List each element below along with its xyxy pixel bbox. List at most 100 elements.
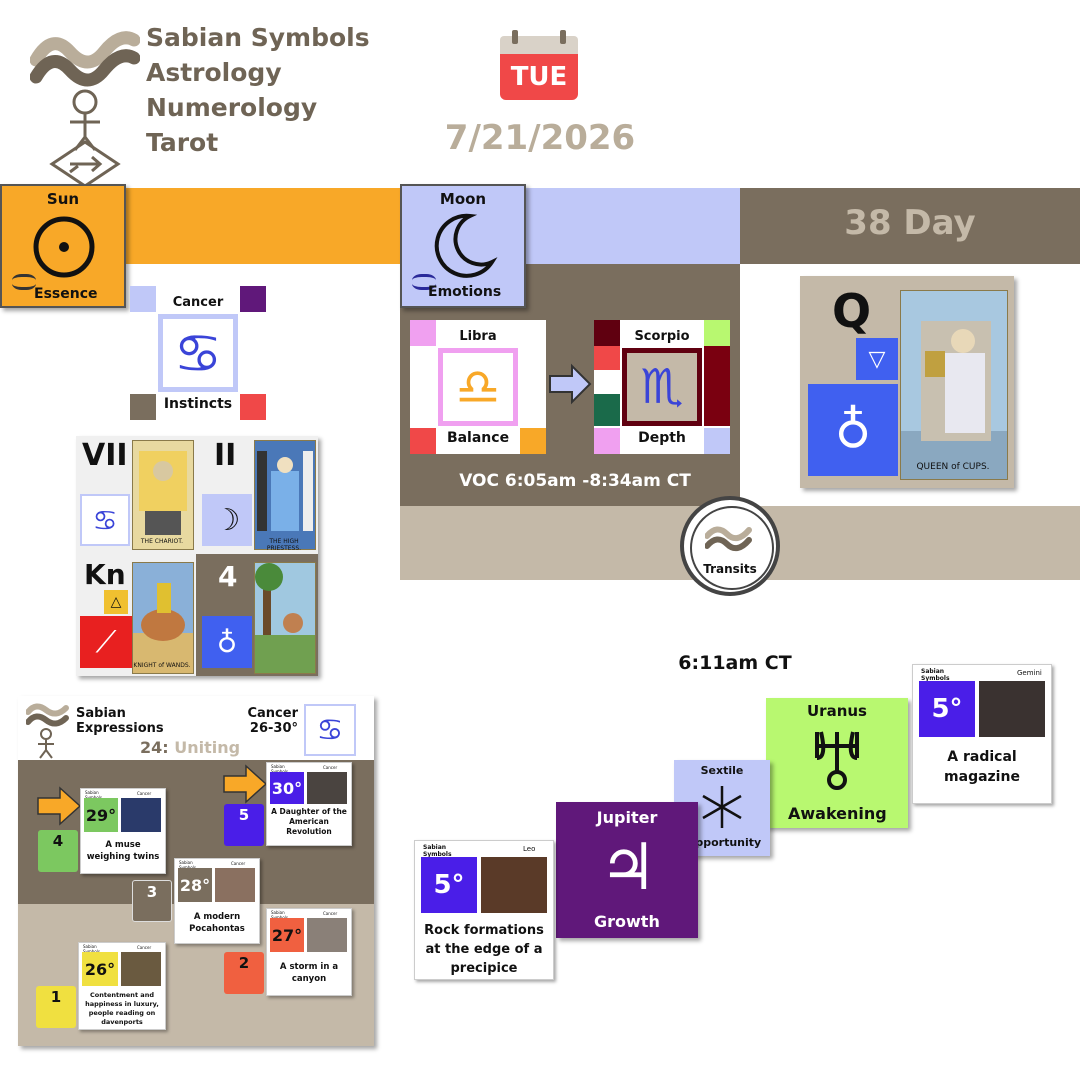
symbol-image: [307, 918, 347, 952]
card-text: A muse weighing twins: [86, 840, 160, 862]
heading-number: 24:: [140, 738, 169, 757]
number-badge: 1: [36, 986, 76, 1028]
expressions-heading: 24: Uniting: [140, 738, 240, 757]
card-sign: Gemini: [1017, 669, 1042, 677]
sabian-card-28: Sabian Symbols Cancer 28° A modern Pocah…: [174, 858, 260, 944]
card-sign: Cancer: [231, 861, 246, 866]
uranus-caption: Awakening: [788, 804, 887, 823]
four-numeral: 4: [218, 560, 238, 593]
card-text: A storm in a canyon: [279, 962, 339, 984]
cups-suit-icon: ♁: [202, 616, 252, 668]
number-badge: 4: [38, 830, 78, 872]
brand-mini-icon: [12, 274, 36, 290]
sextile-icon: [702, 786, 742, 828]
moon-tile: Moon Emotions: [400, 184, 526, 308]
sabian-card-27: Sabian Symbols Cancer 27° A storm in a c…: [266, 908, 352, 996]
card-brand: Sabian Symbols: [423, 844, 452, 858]
arrow-right-icon: [36, 786, 82, 826]
arrow-right-icon: [222, 764, 268, 804]
degree-box: 5°: [421, 857, 477, 913]
jupiter-title: Jupiter: [596, 808, 658, 827]
symbol-image: [121, 952, 161, 986]
expressions-title-line2: Expressions: [76, 721, 164, 736]
card-brand: Sabian Symbols: [271, 910, 288, 920]
priestess-card-name: THE HIGH PRIESTESS.: [266, 538, 302, 552]
libra-icon: ♎: [438, 348, 518, 426]
card-sign: Cancer: [323, 911, 338, 916]
weekday-label: TUE: [500, 54, 578, 100]
sabian-card-29: Sabian Symbols Cancer 29° A muse weighin…: [80, 788, 166, 874]
heading-word: Uniting: [174, 738, 241, 757]
libra-sign-tile: Libra ♎ Balance: [410, 320, 546, 454]
number-label: 1: [50, 988, 62, 1006]
moon-glyph-icon: [434, 213, 498, 278]
brand-line-3: Numerology: [146, 93, 318, 122]
libra-sign-name: Libra: [459, 329, 497, 344]
sun-tile: Sun Essence: [0, 184, 126, 308]
brand-line-1: Sabian Symbols: [146, 23, 370, 52]
water-element-icon: ▽: [856, 338, 898, 380]
queen-letter: Q: [832, 284, 872, 338]
symbol-image: [307, 772, 347, 804]
scorpio-sign-name: Scorpio: [634, 329, 690, 344]
priestess-card: [254, 440, 316, 550]
transits-badge: Transits: [680, 496, 780, 596]
calendar-icon: TUE: [500, 30, 578, 100]
knight-numeral: Kn: [84, 558, 126, 591]
degree-box: 27°: [270, 918, 304, 952]
card-text: A radical magazine: [944, 749, 1020, 785]
brand-text: Sabian Symbols Astrology Numerology Taro…: [146, 20, 386, 160]
card-text: Rock formations at the edge of a precipi…: [424, 923, 544, 976]
chariot-card: [132, 440, 194, 550]
chariot-card-name: THE CHARIOT.: [140, 538, 184, 545]
cancer-sign-name: Cancer: [172, 295, 224, 310]
chariot-numeral: VII: [82, 438, 128, 473]
scorpio-icon: ♏: [622, 348, 702, 426]
transits-label: Transits: [703, 562, 757, 576]
sabian-card-26: Sabian Symbols Cancer 26° Contentment an…: [78, 942, 166, 1030]
degree-box: 5°: [919, 681, 975, 737]
priestess-numeral: II: [214, 438, 237, 473]
cancer-sign-keyword: Instincts: [163, 396, 233, 412]
sun-glyph-icon: [33, 216, 95, 278]
number-label: 4: [52, 832, 64, 850]
symbol-image: [979, 681, 1045, 737]
knight-card: [132, 562, 194, 674]
sabian-card-30: Sabian Symbols Cancer 30° A Daughter of …: [266, 762, 352, 846]
four-of-cups-card: [254, 562, 316, 674]
symbol-image: [481, 857, 547, 913]
uranus-glyph-icon: [815, 731, 859, 790]
brand-logo: [29, 22, 141, 188]
scorpio-sign-tile: Scorpio ♏ Depth: [594, 320, 730, 454]
number-label: 5: [238, 806, 250, 824]
uranus-sabian-card: Sabian Symbols Gemini 5° A radical magaz…: [912, 664, 1052, 804]
uranus-tile: Uranus Awakening: [766, 698, 908, 828]
transit-time: 6:11am CT: [678, 652, 792, 674]
libra-sign-keyword: Balance: [446, 430, 510, 446]
knight-card-name: KNIGHT of WANDS.: [133, 662, 191, 669]
day-label: 38 Day: [844, 203, 976, 243]
degree-box: 29°: [84, 798, 118, 832]
voc-label: VOC 6:05am -8:34am CT: [459, 471, 691, 491]
expressions-sign: Cancer 26-30°: [244, 706, 298, 736]
card-sign: Cancer: [323, 765, 338, 770]
jupiter-sabian-card: Sabian Symbols Leo 5° Rock formations at…: [414, 840, 554, 980]
card-brand: Sabian Symbols: [271, 764, 288, 774]
cups-suit-icon: ♁: [808, 384, 898, 476]
brand-line-4: Tarot: [146, 128, 219, 157]
moon-mini-icon: ☽: [202, 494, 252, 546]
expressions-sign-name: Cancer: [247, 706, 298, 721]
card-brand: Sabian Symbols: [921, 668, 950, 682]
card-text: A Daughter of the American Revolution: [271, 807, 347, 836]
fire-element-icon: △: [104, 590, 128, 614]
symbol-image: [121, 798, 161, 832]
jupiter-caption: Growth: [594, 912, 660, 931]
number-label: 2: [238, 954, 250, 972]
expressions-title: Sabian Expressions: [76, 706, 164, 736]
brand-logo-small: [26, 703, 69, 759]
queen-card-name: QUEEN of CUPS.: [916, 462, 990, 472]
sextile-title: Sextile: [700, 764, 744, 777]
symbol-image: [215, 868, 255, 902]
uranus-title: Uranus: [807, 702, 867, 720]
jupiter-glyph-icon: ♃: [599, 831, 657, 905]
